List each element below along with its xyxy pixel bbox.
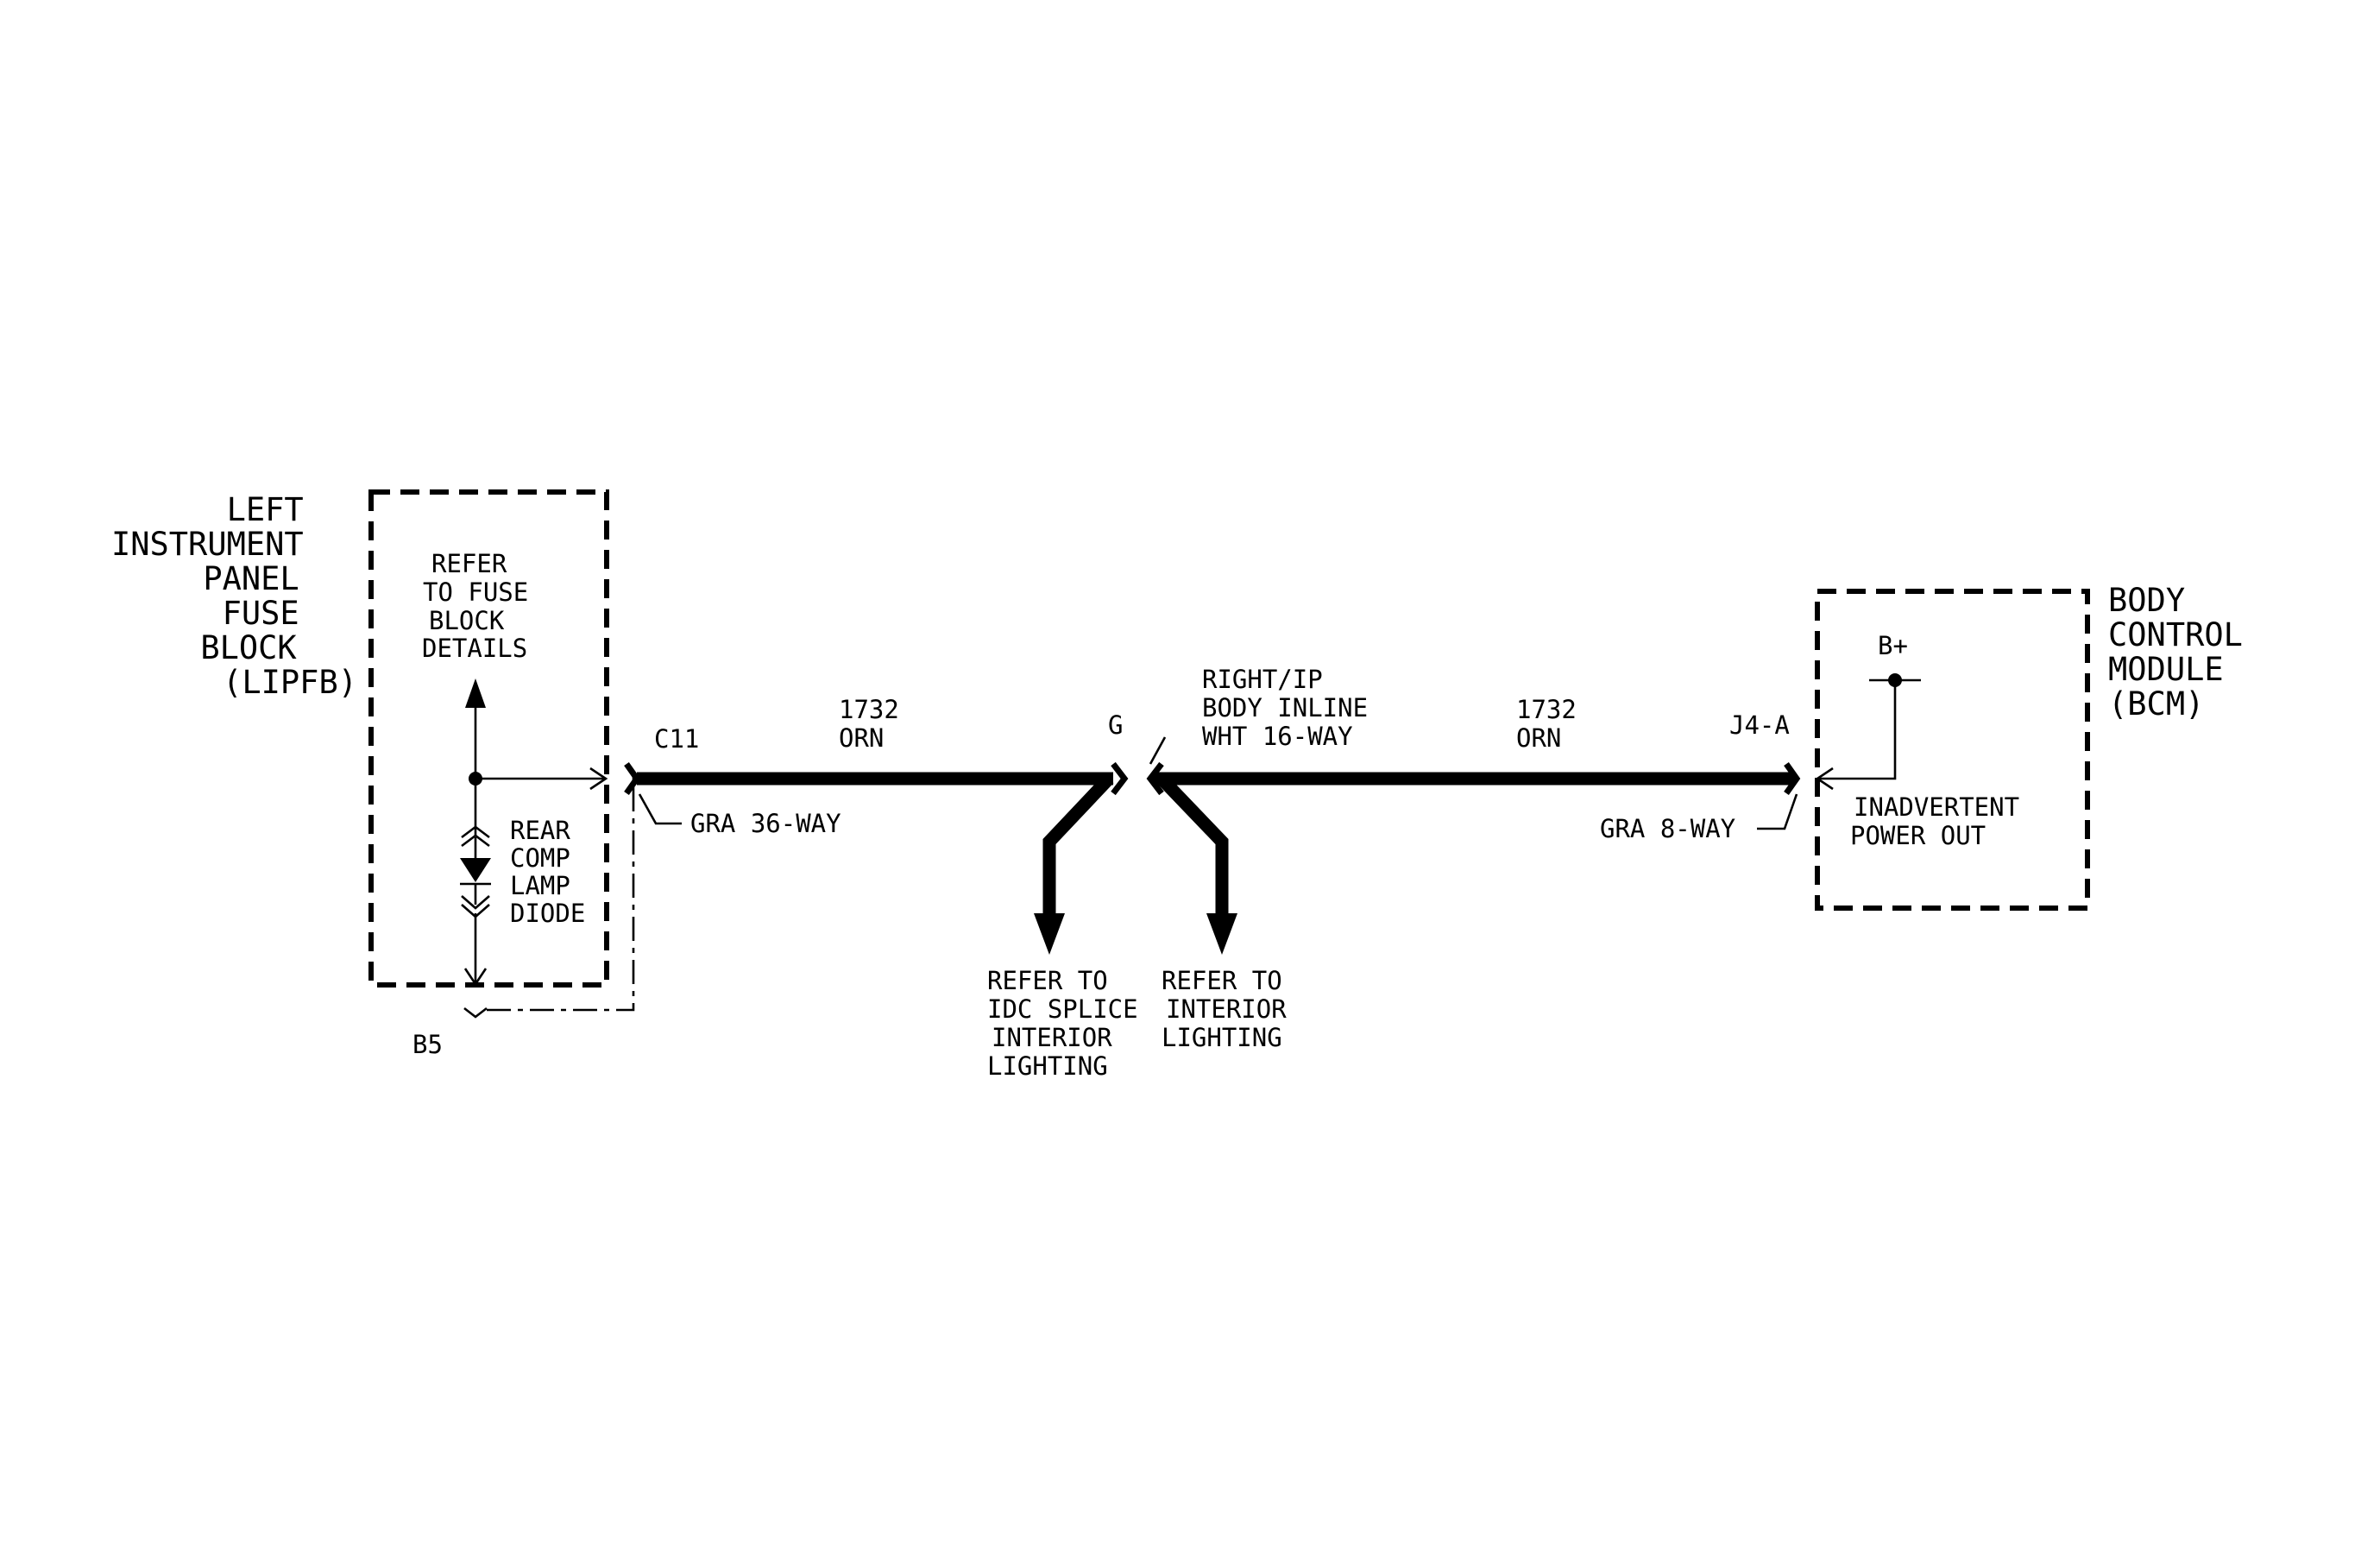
branch-right-arrow-icon — [1206, 913, 1237, 955]
branch-right: REFER TO INTERIOR LIGHTING — [1156, 773, 1301, 1052]
lipfb-refer-text: REFER TO FUSE BLOCK DETAILS — [422, 549, 544, 663]
refer-interior-lighting-text: REFER TO INTERIOR LIGHTING — [1162, 966, 1301, 1052]
bcm-dashed-outline — [1815, 589, 2090, 911]
bcm-leader-line — [1757, 793, 1798, 830]
c11-connector-label: GRA 36-WAY — [690, 809, 841, 838]
diode-down-arrow-icon — [463, 968, 488, 987]
wire-left: 1732 ORN — [637, 695, 1113, 786]
lipfb-out-arrow-icon — [589, 767, 608, 791]
bcm-input-arrow-icon — [1815, 767, 1834, 791]
lipfb-up-arrow-icon — [465, 678, 486, 708]
inline-connector-g: G RIGHT/IP BODY INLINE WHT 16-WAY — [1108, 665, 1383, 796]
inline-connector-label: RIGHT/IP BODY INLINE WHT 16-WAY — [1202, 665, 1383, 751]
branch-right-wire — [1156, 773, 1229, 913]
pin-b5-terminal — [463, 1007, 488, 1019]
branch-left: REFER TO IDC SPLICE INTERIOR LIGHTING — [987, 773, 1153, 1081]
wire-right-circuit: 1732 — [1516, 695, 1577, 724]
wire-left-circuit: 1732 — [839, 695, 899, 724]
bcm-pin-label: J4-A — [1729, 710, 1790, 740]
wire-right-color: ORN — [1516, 723, 1561, 753]
lipfb-dashed-outline — [368, 489, 609, 988]
lipfb-name: LEFT INSTRUMENT PANEL FUSE BLOCK (LIPFB) — [111, 491, 357, 701]
diode-inline-connector-top — [461, 834, 490, 848]
inline-terminal-left-icon — [1111, 761, 1129, 796]
wire-right: 1732 ORN — [1153, 695, 1793, 786]
bcm-output-text: INADVERTENT POWER OUT — [1850, 792, 2035, 850]
inline-terminal-right-icon — [1146, 761, 1164, 796]
c11-pin-label: C11 — [654, 724, 699, 754]
bcm-internal-line — [1817, 680, 1897, 780]
branch-left-wire — [1042, 773, 1114, 913]
diode-icon — [460, 858, 491, 882]
connector-shell-line — [487, 773, 635, 1012]
pin-b5-label: B5 — [412, 1030, 443, 1059]
diode-inline-connector-top-2 — [461, 825, 490, 839]
c11-leader-line — [638, 793, 682, 825]
branch-left-arrow-icon — [1034, 913, 1065, 955]
bcm-name: BODY CONTROL MODULE (BCM) — [2108, 582, 2262, 723]
bcm-supply-label: B+ — [1878, 631, 1908, 660]
wire-left-color: ORN — [839, 723, 884, 753]
refer-idc-splice-text: REFER TO IDC SPLICE INTERIOR LIGHTING — [987, 966, 1153, 1081]
bcm-terminal-icon — [1784, 761, 1801, 796]
diode-inline-connector-bottom — [461, 895, 490, 910]
inline-pin-label: G — [1108, 710, 1123, 740]
bcm-connector-label: GRA 8-WAY — [1600, 814, 1735, 843]
diode-label: REAR COMP LAMP DIODE — [510, 816, 585, 928]
bcm-module: BODY CONTROL MODULE (BCM) J4-A GRA 8-WAY… — [1600, 582, 2262, 911]
inline-leader-line — [1149, 736, 1167, 765]
lipfb-module: LEFT INSTRUMENT PANEL FUSE BLOCK (LIPFB)… — [111, 489, 635, 1059]
